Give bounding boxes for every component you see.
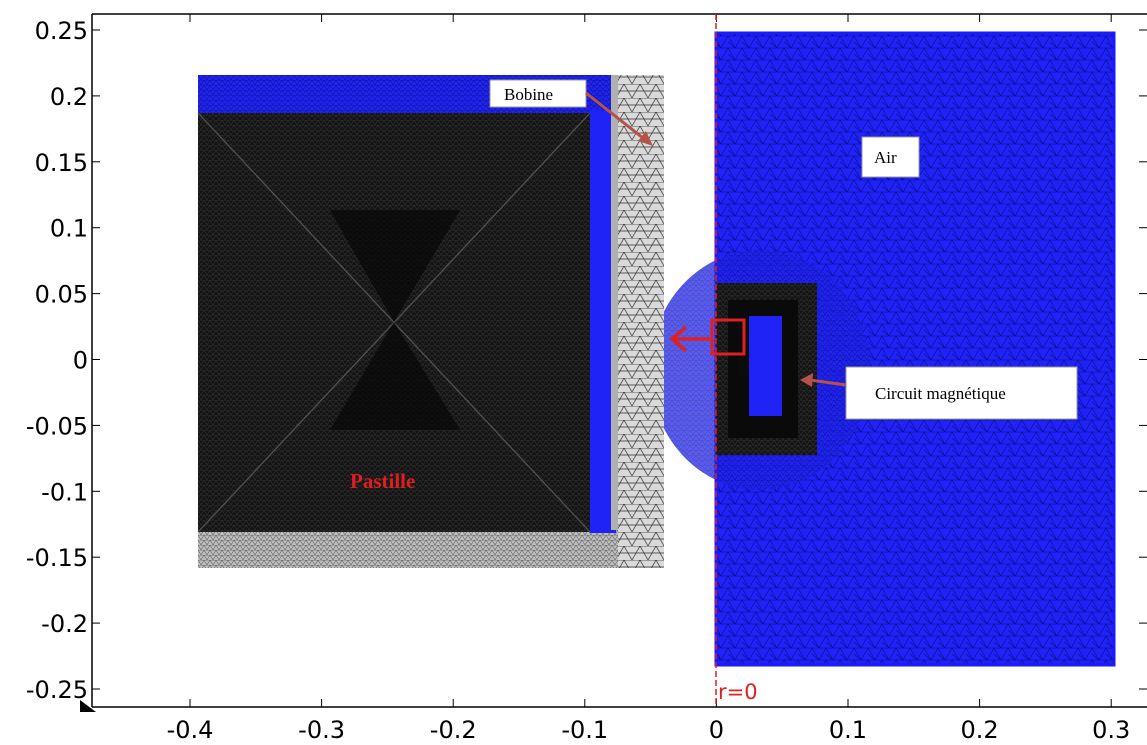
x-tick-label: 0.1 — [829, 716, 867, 744]
zoom-highlight — [669, 318, 746, 356]
air-label: Air — [874, 148, 897, 167]
label-bobine: Bobine — [489, 79, 653, 146]
inset-air-mesh — [618, 75, 664, 568]
y-tick-label: 0.15 — [35, 149, 88, 177]
zoom-inset — [197, 75, 664, 568]
y-tick-label: -0.05 — [26, 412, 88, 440]
y-axis-ticks: 0.25 0.2 0.15 0.1 0.05 0 -0.05 -0.1 -0.15 -0.2 -0.… — [26, 17, 1147, 704]
y-tick-label: -0.2 — [41, 610, 88, 638]
label-air: Air — [861, 136, 920, 178]
x-tick-label: -0.4 — [167, 716, 214, 744]
plot-frame — [80, 13, 1147, 712]
axis-marker-label: r=0 — [718, 680, 758, 704]
circuit-pointer-arrow — [809, 378, 847, 387]
corner-marker — [80, 700, 96, 712]
x-tick-label: -0.2 — [430, 716, 477, 744]
x-tick-label: 0 — [709, 716, 724, 744]
bobine-pointer-arrow — [585, 91, 644, 140]
circuit-label: Circuit magnétique — [875, 384, 1006, 403]
coil-region — [749, 316, 782, 416]
x-tick-label: 0.2 — [961, 716, 999, 744]
label-circuit: Circuit magnétique — [800, 366, 1078, 420]
x-tick-label: -0.1 — [561, 716, 608, 744]
y-tick-label: -0.15 — [26, 544, 88, 572]
bobine-label: Bobine — [504, 85, 553, 104]
x-tick-label: 0.3 — [1092, 716, 1130, 744]
y-tick-label: 0.2 — [50, 83, 88, 111]
y-tick-label: 0 — [73, 347, 88, 375]
y-tick-label: 0.1 — [50, 215, 88, 243]
y-tick-label: -0.25 — [26, 676, 88, 704]
y-tick-label: 0.25 — [35, 17, 88, 45]
x-axis-ticks: -0.4 -0.3 -0.2 -0.1 0 0.1 0.2 0.3 — [167, 14, 1130, 744]
y-tick-label: 0.05 — [35, 281, 88, 309]
y-tick-label: -0.1 — [41, 478, 88, 506]
magnetic-circuit — [716, 283, 817, 455]
x-tick-label: -0.3 — [298, 716, 345, 744]
symmetry-axis: r=0 — [715, 14, 758, 707]
pastille-label: Pastille — [350, 469, 415, 493]
